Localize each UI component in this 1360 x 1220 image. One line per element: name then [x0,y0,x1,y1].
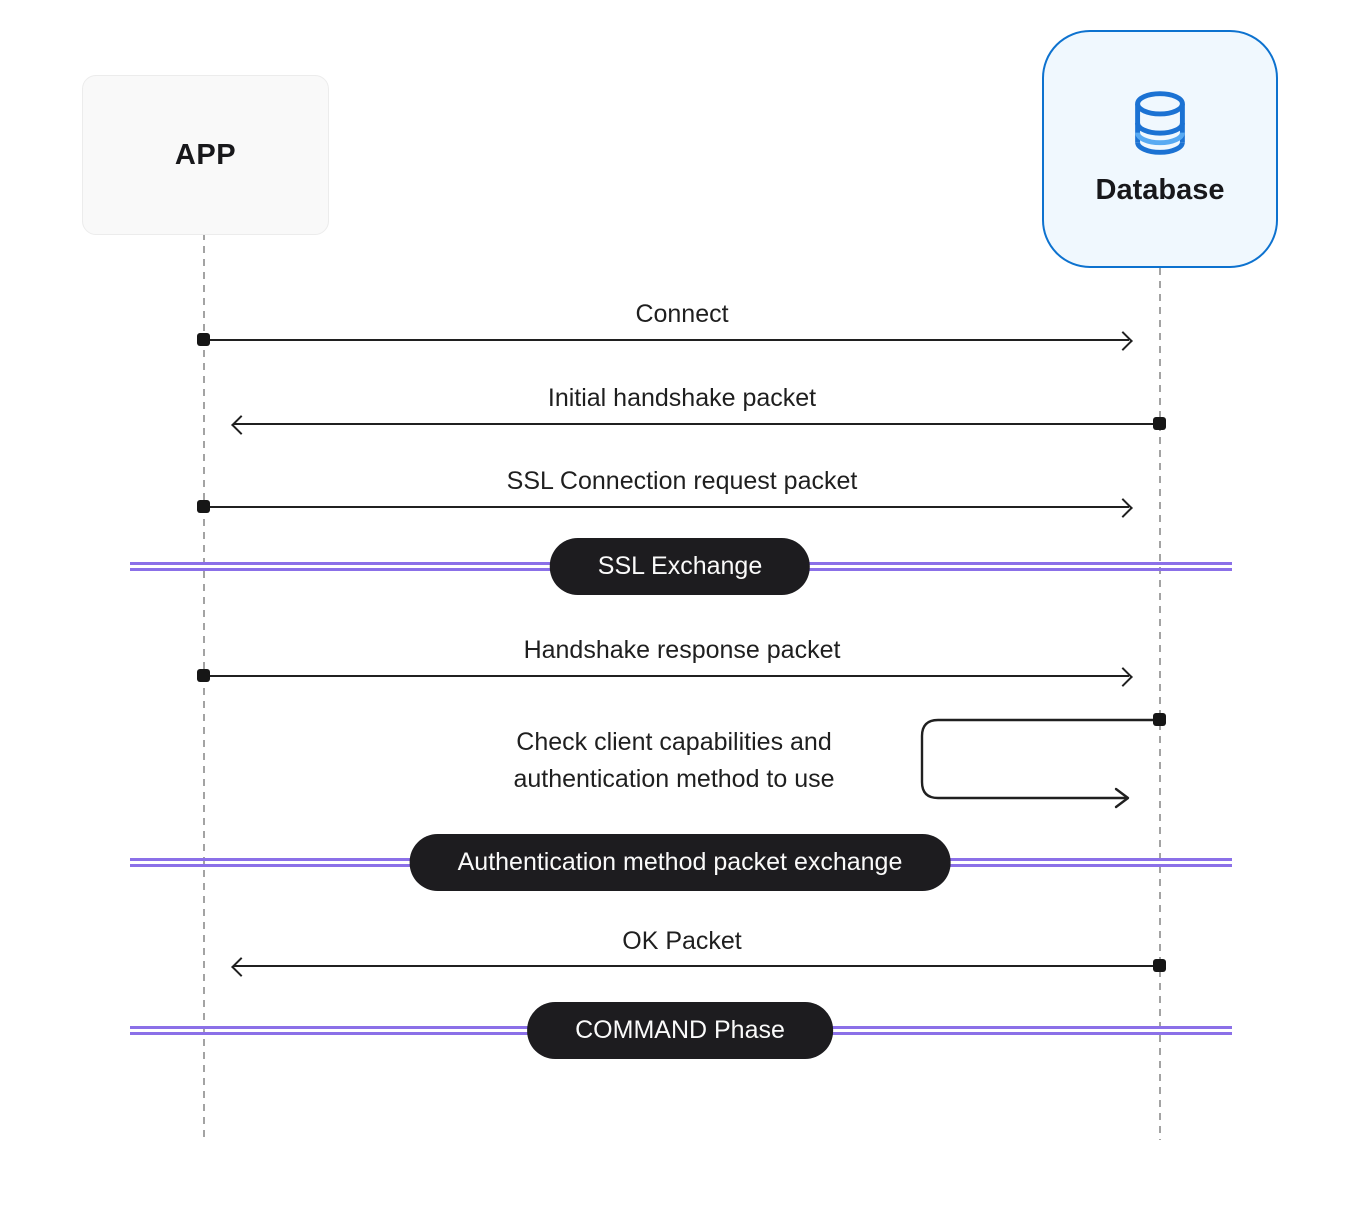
arrowhead-right-icon [1113,331,1133,351]
message-self-check-line1: Check client capabilities and [516,728,832,756]
message-handshake-response-line [204,675,1129,678]
message-self-check-line2: authentication method to use [513,765,835,793]
actor-database-box: Database [1042,30,1278,268]
message-self-check-label: Check client capabilities and authentica… [404,724,944,798]
phase-ssl-exchange-pill: SSL Exchange [549,538,811,595]
message-ok-packet-line [234,965,1159,968]
message-handshake-response-label: Handshake response packet [523,636,841,664]
message-initial-handshake-line [234,423,1159,426]
phase-auth-exchange-pill: Authentication method packet exchange [409,834,951,891]
lifeline-database [1159,268,1161,1140]
message-connect-label: Connect [635,300,729,328]
message-ok-packet-origin-marker [1153,959,1166,972]
message-ssl-request-line [204,506,1129,509]
self-loop-arrow [920,718,1159,809]
actor-app-label: APP [174,138,237,171]
actor-database-label: Database [1095,174,1225,206]
message-initial-handshake-origin-marker [1153,417,1166,430]
message-ssl-request-label: SSL Connection request packet [506,467,858,495]
phase-command-pill: COMMAND Phase [527,1002,833,1059]
lifeline-app [203,233,205,1140]
message-initial-handshake-label: Initial handshake packet [547,384,817,412]
arrowhead-left-icon [231,415,251,435]
message-connect-line [204,339,1129,342]
arrowhead-left-icon [231,957,251,977]
arrowhead-right-icon [1113,498,1133,518]
message-handshake-response-origin-marker [197,669,210,682]
arrowhead-right-icon [1113,667,1133,687]
message-connect-origin-marker [197,333,210,346]
database-icon [1133,91,1187,160]
actor-app-box: APP [82,75,329,235]
message-ok-packet-label: OK Packet [622,927,742,955]
message-ssl-request-origin-marker [197,500,210,513]
message-self-check-origin-marker [1153,713,1166,726]
